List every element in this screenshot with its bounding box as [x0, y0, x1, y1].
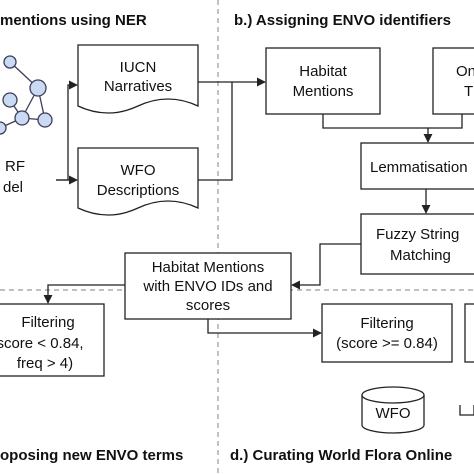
habitat-mentions-box: Habitat Mentions	[265, 47, 381, 115]
svg-text:with ENVO IDs and: with ENVO IDs and	[142, 278, 272, 295]
svg-text:IUCN: IUCN	[120, 59, 157, 76]
lemmatisation-box: Lemmatisation	[360, 142, 474, 190]
arrow-model-to-iucn	[56, 80, 78, 181]
svg-text:freq > 4): freq > 4)	[17, 355, 73, 372]
arrow-envo-to-filter-high	[207, 319, 322, 338]
wfo-database-icon: WFO	[361, 386, 425, 434]
svg-text:(score >= 0.84): (score >= 0.84)	[336, 335, 438, 352]
svg-text:scores: scores	[186, 297, 230, 314]
fuzzy-string-matching-box: Fuzzy String Matching	[360, 213, 474, 275]
svg-text:Narratives: Narratives	[104, 78, 172, 95]
model-label-line1: RF	[5, 158, 25, 175]
flow-arrows	[43, 77, 474, 416]
svg-text:Lemmatisation: Lemmatisation	[370, 159, 468, 176]
arrow-wfo-to-habitat	[198, 82, 233, 181]
arrow-fuzzy-to-envo	[291, 243, 361, 290]
svg-text:WFO: WFO	[121, 162, 156, 179]
iucn-narratives-document: IUCN Narratives	[77, 44, 199, 114]
svg-text:score < 0.84,: score < 0.84,	[0, 335, 84, 352]
svg-text:Fuzzy String: Fuzzy String	[376, 226, 459, 243]
svg-text:On: On	[456, 63, 474, 80]
partial-box-right	[464, 303, 474, 363]
svg-text:Descriptions: Descriptions	[97, 182, 180, 199]
arrow-habitat-to-lemma	[322, 114, 433, 143]
svg-text:Habitat: Habitat	[299, 63, 347, 80]
svg-text:Matching: Matching	[390, 247, 451, 264]
svg-text:T: T	[464, 83, 473, 100]
section-a-title: mentions using NER	[0, 12, 147, 29]
svg-text:Filtering: Filtering	[21, 314, 74, 331]
section-d-title: d.) Curating World Flora Online	[230, 447, 452, 464]
svg-text:Filtering: Filtering	[360, 315, 413, 332]
envo-ids-box: Habitat Mentions with ENVO IDs and score…	[124, 252, 292, 320]
section-c-title: oposing new ENVO terms	[0, 447, 183, 464]
svg-text:Mentions: Mentions	[293, 83, 354, 100]
model-label-line2: del	[3, 179, 23, 196]
filtering-low-score-box: Filtering score < 0.84, freq > 4)	[0, 303, 105, 377]
filtering-high-score-box: Filtering (score >= 0.84)	[321, 303, 453, 363]
arrow-envo-to-filter-low	[43, 284, 125, 304]
network-graph-icon	[0, 55, 53, 135]
svg-text:Habitat Mentions: Habitat Mentions	[152, 259, 265, 276]
ontology-terms-box: On T	[432, 47, 474, 115]
wfo-descriptions-document: WFO Descriptions	[77, 147, 199, 216]
section-b-title: b.) Assigning ENVO identifiers	[234, 12, 451, 29]
arrow-to-wfo-partial	[459, 405, 474, 416]
svg-text:WFO: WFO	[376, 405, 411, 422]
